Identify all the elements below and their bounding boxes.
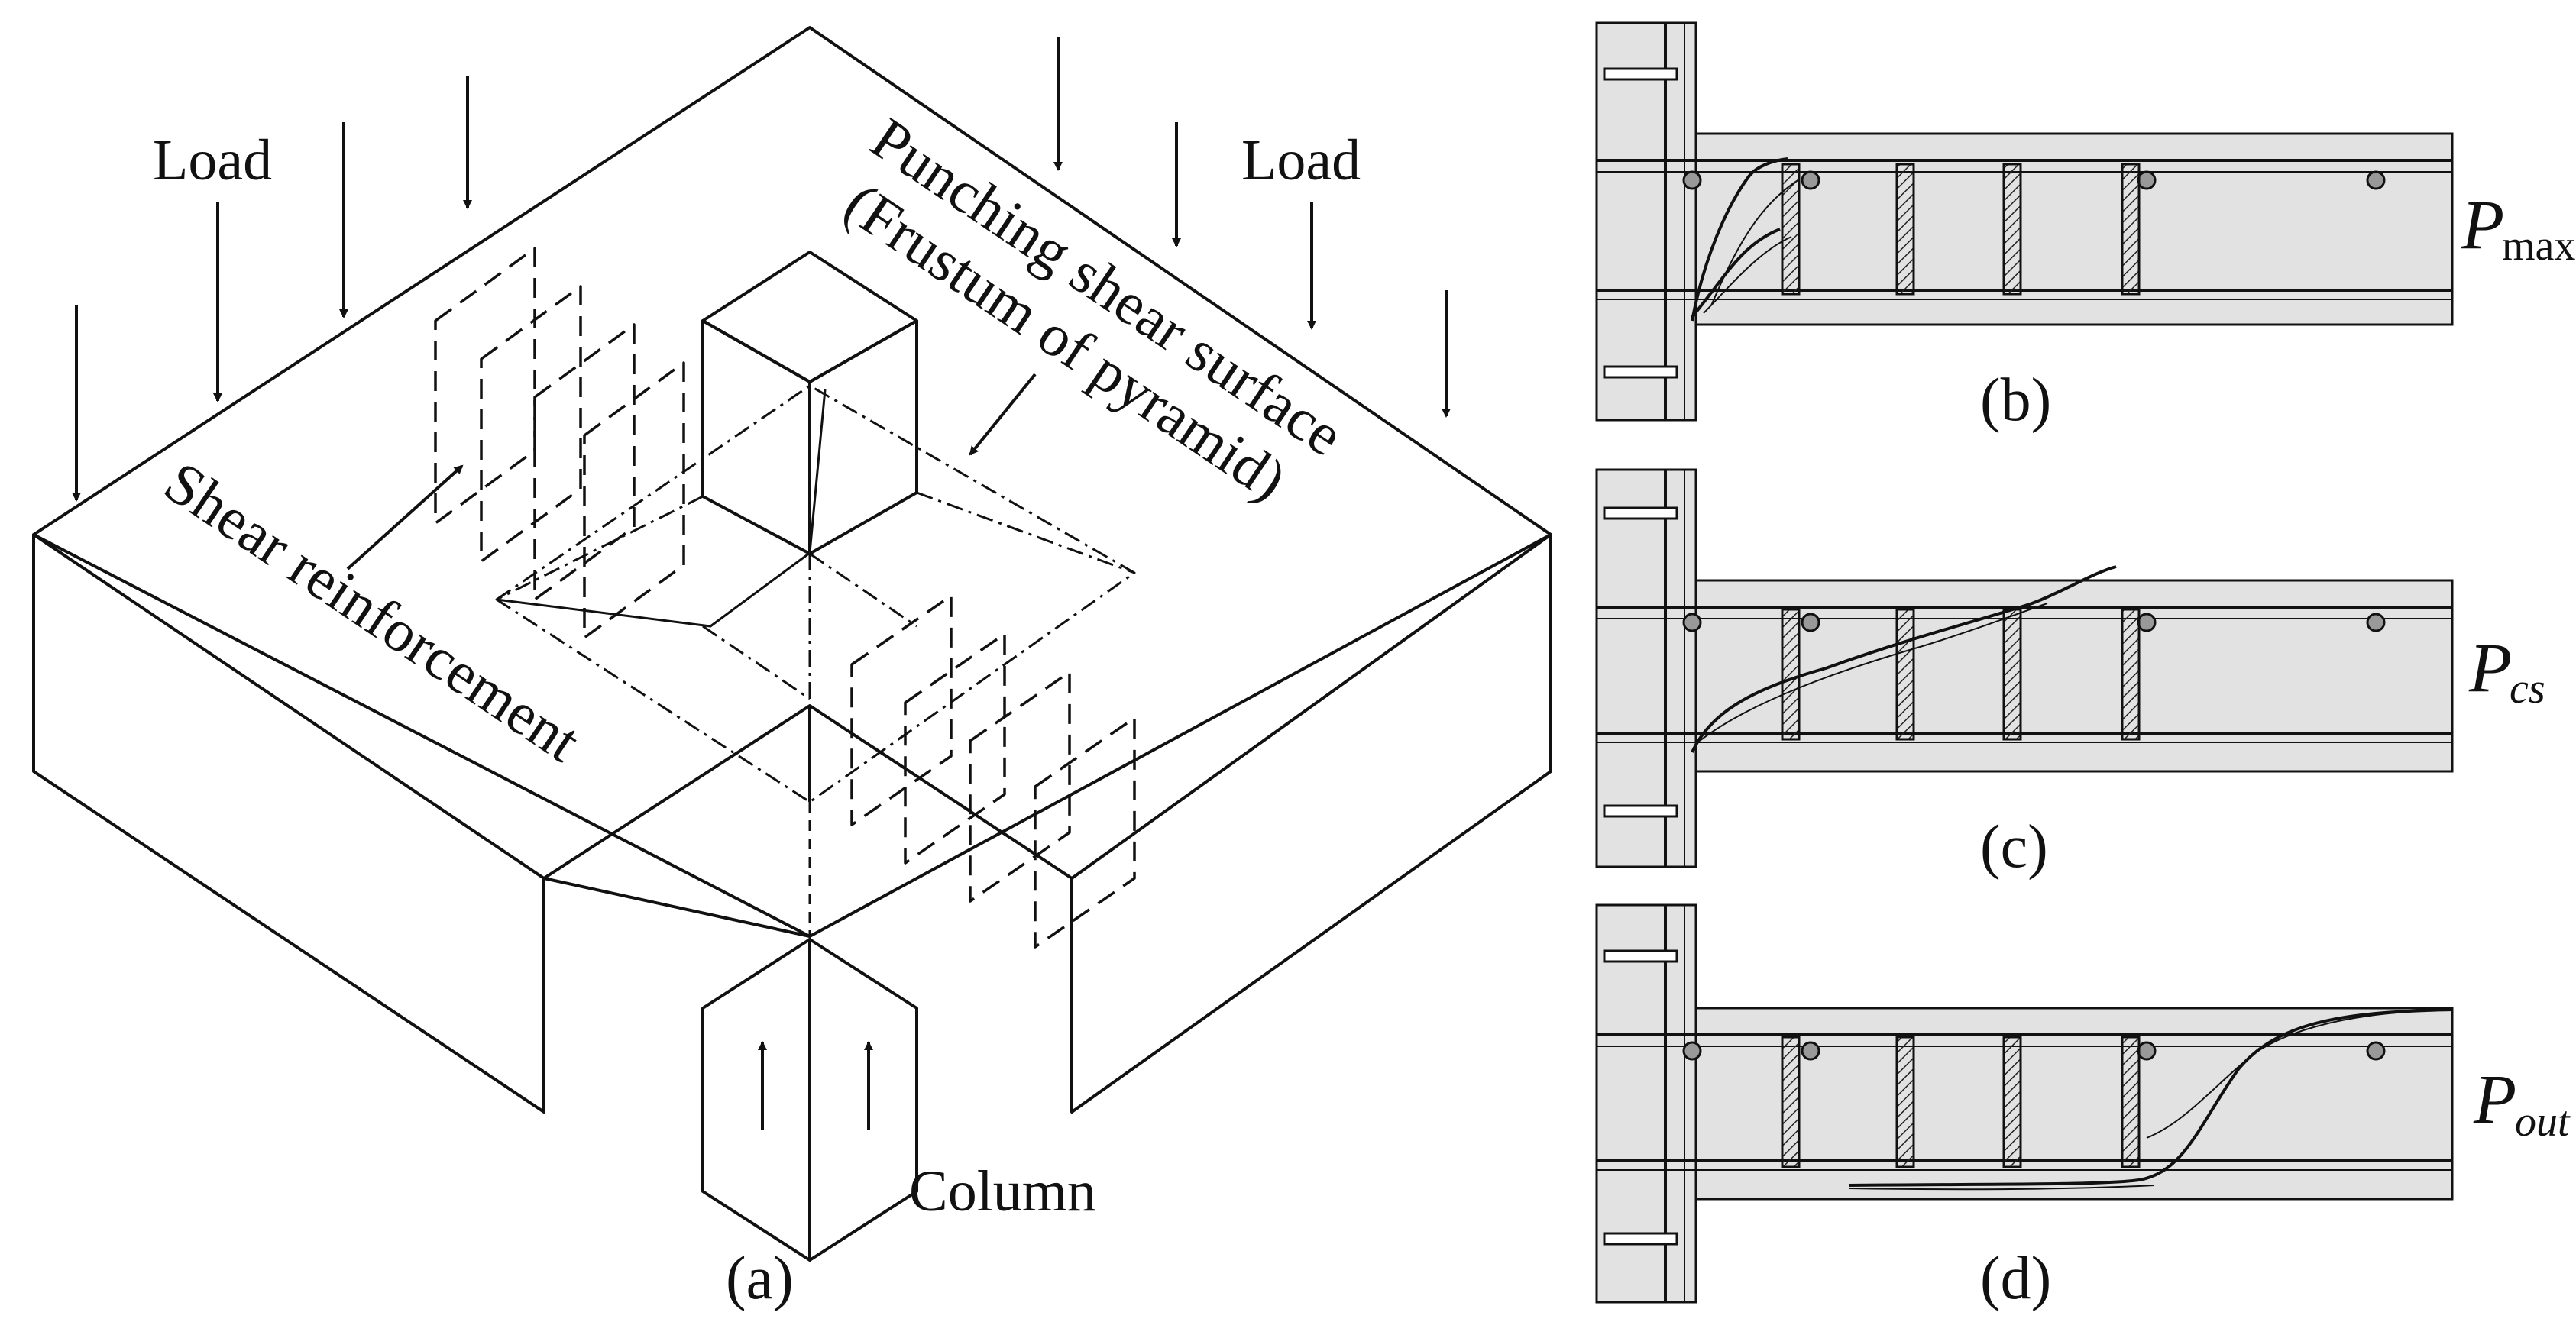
load-symbol-c: P cs (2468, 629, 2545, 713)
shear-reinforcement-stirrups (434, 247, 1136, 949)
slab-corner-edges (542, 704, 1073, 1112)
svg-text:max: max (2502, 222, 2575, 270)
shear-reinforcement-label: Shear reinforcement (153, 448, 592, 774)
column-top-cap (701, 251, 918, 383)
shear-studs-d (1781, 1036, 2141, 1168)
column-section-c (1595, 468, 1697, 868)
column-label: Column (909, 1159, 1096, 1223)
panel-a-isometric-diagram (32, 26, 1552, 1262)
crack-b (1691, 228, 1781, 318)
panel-c-section (1595, 468, 2454, 868)
load-label-left: Load (153, 128, 272, 192)
column-top-front-left (701, 319, 811, 555)
column-bottom-left (701, 938, 811, 1262)
shear-studs-b (1781, 163, 2141, 296)
shear-reinforcement-leader (346, 464, 464, 570)
crack-d (1848, 1008, 2453, 1187)
svg-text:P: P (2473, 1060, 2516, 1138)
svg-text:out: out (2515, 1098, 2571, 1146)
crack-d (1848, 1185, 2155, 1191)
svg-text:P: P (2461, 186, 2504, 263)
caption-a: (a) (726, 1245, 794, 1312)
slab-left-side (32, 533, 545, 1114)
svg-text:cs: cs (2510, 665, 2545, 713)
crack-d (2146, 1011, 2407, 1139)
column-reaction-arrows (758, 1041, 873, 1130)
slab-section-d (1694, 1007, 2454, 1201)
crack-c (1691, 565, 2117, 753)
caption-c: (c) (1980, 813, 2048, 881)
slab-section-c (1694, 579, 2454, 773)
slab-section-b (1694, 132, 2454, 326)
crack-b (1710, 179, 1800, 306)
leader-arrows (346, 373, 1037, 570)
crack-c (1699, 603, 2048, 742)
punching-frustum (495, 384, 1136, 803)
panel-b-section (1595, 21, 2454, 422)
slab-front-top-edge-left (543, 877, 811, 938)
caption-b: (b) (1980, 367, 2051, 434)
panel-d-section (1595, 903, 2454, 1304)
column-bottom-right (808, 938, 918, 1262)
caption-d: (d) (1980, 1245, 2051, 1312)
slab-right-side (1070, 533, 1552, 1114)
load-symbol-b: P max (2461, 186, 2575, 270)
load-label-right: Load (1241, 128, 1361, 192)
punching-surface-leader (969, 373, 1037, 456)
svg-text:P: P (2468, 629, 2512, 706)
load-symbol-d: P out (2473, 1060, 2571, 1146)
crack-b (1691, 157, 1788, 322)
column-section-b (1595, 21, 1697, 422)
load-arrows (72, 37, 1451, 502)
